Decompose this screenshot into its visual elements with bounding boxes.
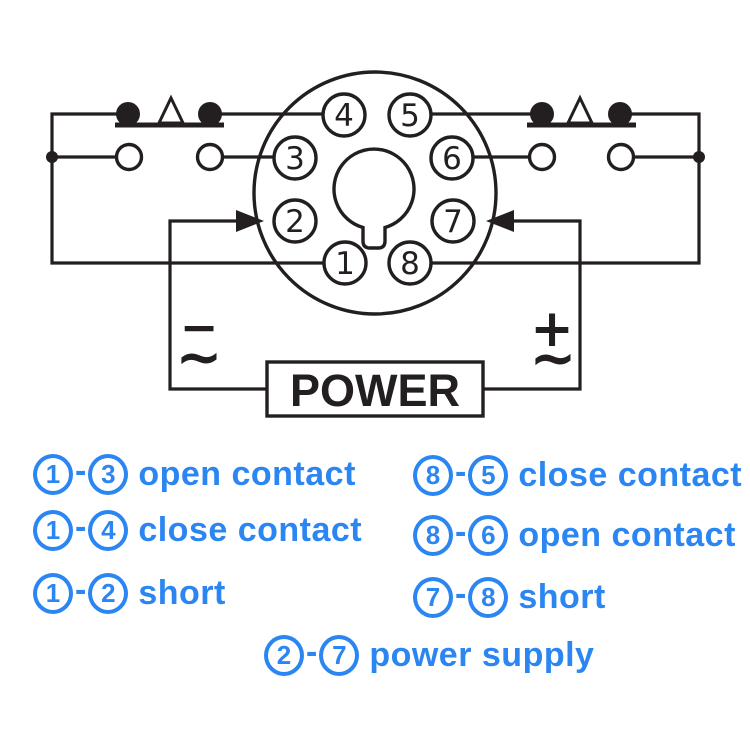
left-actuator-triangle-icon: [156, 94, 186, 125]
legend-item-1-3: 1 - 3 open contact: [33, 452, 356, 497]
left-junction-dot: [46, 151, 58, 163]
circled-pin-number: 7: [319, 635, 360, 676]
ac-tilde-right-icon: ~: [530, 326, 577, 391]
power-box: [265, 360, 485, 418]
legend-separator: -: [75, 508, 87, 546]
pin-1-label: 1: [335, 246, 355, 282]
relay-socket-wiring-diagram: 4 5 3 6 2 7 1 8 POWER − ~ + ~: [46, 70, 705, 418]
pin-2-label: 2: [285, 204, 305, 240]
circled-pin-number: 7: [413, 577, 453, 618]
pin7-arrow-icon: [486, 210, 514, 232]
legend-item-2-7: 2 - 7 power supply: [264, 633, 594, 678]
circled-pin-number: 8: [413, 515, 453, 556]
right-no-terminal-2: [606, 142, 636, 172]
pin-7-circle: [430, 198, 476, 244]
wire-left-common-pin1: [50, 112, 324, 265]
pin-6-label: 6: [442, 141, 462, 177]
legend-desc: open contact: [138, 455, 356, 493]
circled-pin-number: 5: [468, 455, 509, 496]
circled-pin-number: 6: [468, 515, 509, 556]
legend-desc: close contact: [138, 511, 363, 549]
wire-power-right: [484, 219, 582, 391]
legend-separator: -: [306, 633, 318, 671]
legend-separator: -: [75, 452, 87, 490]
legend-separator: -: [455, 575, 467, 613]
pin-1-circle: [322, 240, 368, 286]
legend-desc: open contact: [518, 516, 736, 554]
pin-4-circle: [321, 92, 367, 138]
legend-item-1-4: 1 - 4 close contact: [33, 508, 362, 553]
circled-pin-number: 8: [413, 455, 453, 496]
right-nc-contact-dot-2: [608, 102, 632, 126]
circled-pin-number: 3: [88, 454, 129, 495]
pin-6-circle: [429, 135, 475, 181]
minus-symbol: −: [180, 300, 219, 354]
legend-desc: short: [518, 578, 606, 616]
circled-pin-number: 1: [33, 510, 73, 551]
pin-5-label: 5: [400, 98, 420, 134]
circled-pin-number: 8: [468, 577, 509, 618]
legend-desc: short: [138, 574, 226, 612]
circled-pin-number: 2: [264, 635, 304, 676]
pin-2-circle: [272, 198, 318, 244]
center-keyhole-icon: [332, 147, 416, 250]
right-actuator-triangle-icon: [565, 94, 595, 125]
power-label: POWER: [290, 365, 460, 416]
pin-5-circle: [387, 92, 433, 138]
pin-8-circle: [387, 240, 433, 286]
left-no-terminal-2: [195, 142, 225, 172]
pin-4-label: 4: [334, 98, 354, 134]
legend-item-8-6: 8 - 6 open contact: [413, 513, 736, 558]
circled-pin-number: 1: [33, 573, 73, 614]
ac-tilde-left-icon: ~: [176, 325, 223, 390]
wire-power-left: [168, 219, 267, 391]
legend-separator: -: [455, 453, 467, 491]
pin-3-circle: [272, 135, 318, 181]
right-junction-dot: [693, 151, 705, 163]
circled-pin-number: 4: [88, 510, 129, 551]
legend-separator: -: [75, 571, 87, 609]
legend-desc: close contact: [518, 456, 743, 494]
left-nc-contact-dot-1: [116, 102, 140, 126]
circled-pin-number: 1: [33, 454, 73, 495]
legend-item-1-2: 1 - 2 short: [33, 571, 226, 616]
plus-symbol: +: [530, 299, 574, 359]
legend-separator: -: [455, 513, 467, 551]
right-nc-contact-dot-1: [530, 102, 554, 126]
wire-right-common-pin8: [431, 112, 701, 265]
pin-8-label: 8: [400, 246, 420, 282]
right-no-terminal-1: [527, 142, 557, 172]
pin2-arrow-icon: [236, 210, 264, 232]
left-no-terminal-1: [114, 142, 144, 172]
legend-item-7-8: 7 - 8 short: [413, 575, 606, 620]
legend-desc: power supply: [369, 636, 595, 674]
left-nc-contact-dot-2: [198, 102, 222, 126]
pin-3-label: 3: [285, 141, 305, 177]
pin-7-label: 7: [443, 204, 463, 240]
circled-pin-number: 2: [88, 573, 129, 614]
legend-item-8-5: 8 - 5 close contact: [413, 453, 742, 498]
